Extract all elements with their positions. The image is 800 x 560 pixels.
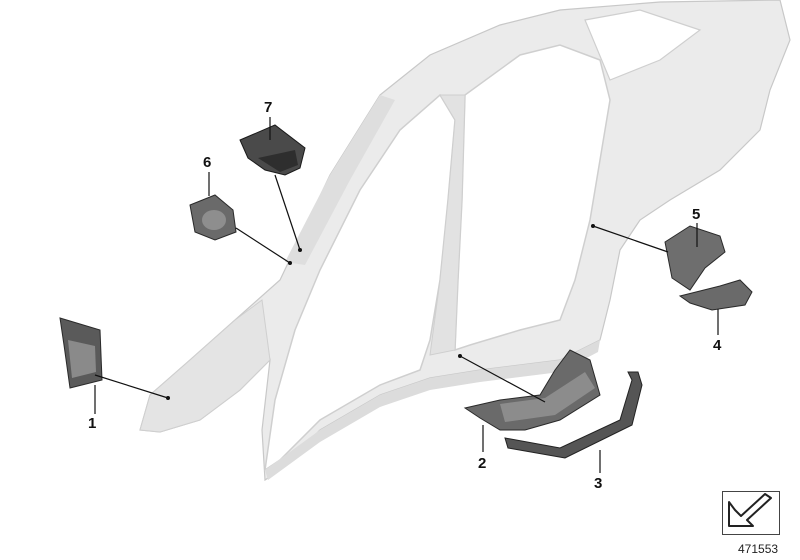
callout-5: 5 <box>692 206 701 223</box>
leader-lines <box>94 117 719 473</box>
part-6-cup <box>189 194 237 241</box>
callout-1: 1 <box>88 415 97 432</box>
diagram-number: 471553 <box>738 542 779 556</box>
nav-box[interactable] <box>722 491 780 535</box>
callout-2: 2 <box>478 455 487 472</box>
callout-4: 4 <box>713 337 722 354</box>
part-5-bracket <box>664 225 726 291</box>
body-side-frame <box>139 0 791 482</box>
callout-7: 7 <box>264 99 273 116</box>
callout-6: 6 <box>203 154 212 171</box>
part-3-rail <box>504 371 643 459</box>
callout-3: 3 <box>594 475 603 492</box>
arrow-down-left-icon <box>728 493 772 527</box>
connection-points <box>166 224 595 400</box>
part-1-bracket <box>59 317 103 389</box>
part-7-module <box>239 124 306 176</box>
part-4-bracket <box>678 279 753 311</box>
